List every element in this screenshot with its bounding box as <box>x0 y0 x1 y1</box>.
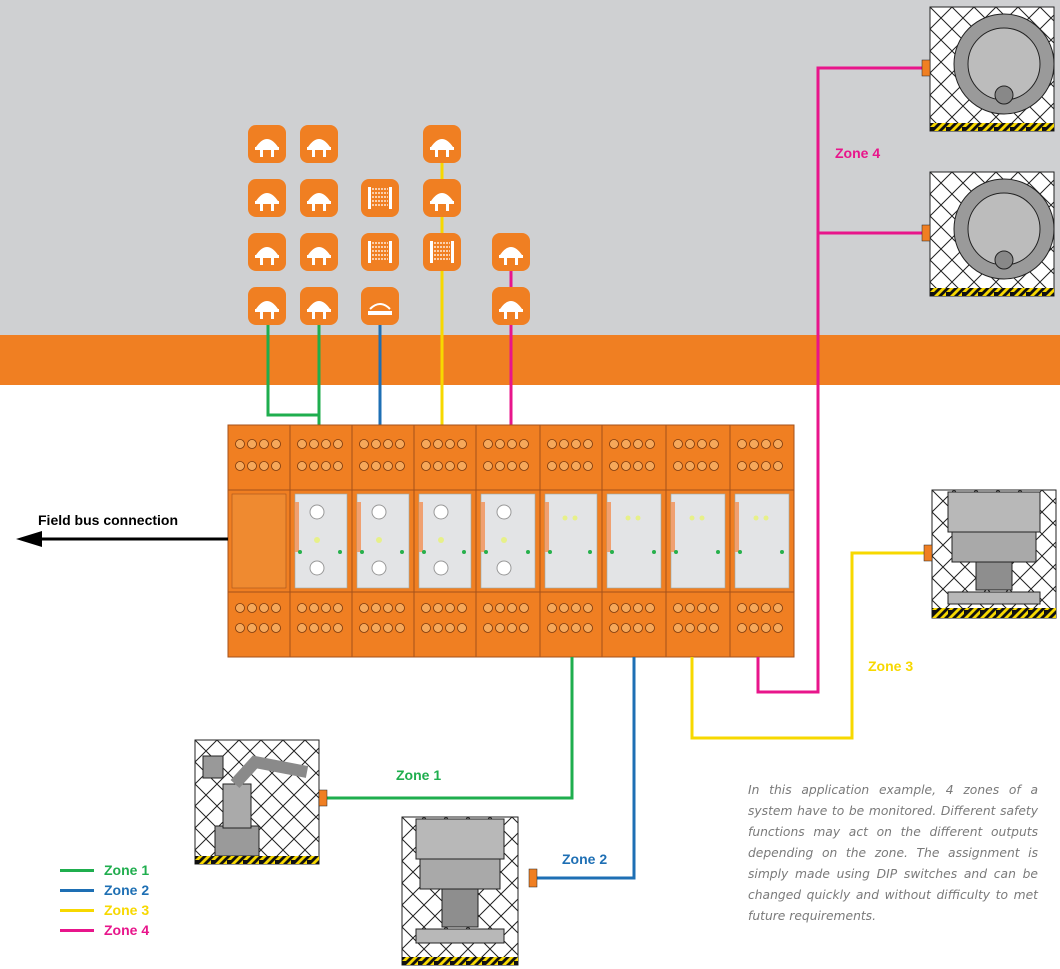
controller-module <box>289 425 348 657</box>
emergency-stop-icon <box>300 233 338 271</box>
emergency-stop-icon <box>248 125 286 163</box>
sensor-icons <box>248 125 530 325</box>
emergency-stop-icon <box>423 125 461 163</box>
light-curtain-icon <box>361 233 399 271</box>
legend-item: Zone 1 <box>60 860 149 880</box>
machine-saw-top <box>929 6 1055 132</box>
controller-module <box>729 425 790 657</box>
emergency-stop-icon <box>300 125 338 163</box>
legend-swatch <box>60 908 94 912</box>
light-curtain-icon <box>423 233 461 271</box>
zone4-label: Zone 4 <box>835 145 880 161</box>
zone2-label: Zone 2 <box>562 851 607 867</box>
safety-mat-icon <box>361 287 399 325</box>
safety-controller <box>227 424 795 658</box>
controller-module <box>475 425 536 657</box>
legend-label: Zone 3 <box>104 902 150 918</box>
controller-module <box>601 425 662 657</box>
controller-module <box>539 425 598 657</box>
emergency-stop-icon <box>248 179 286 217</box>
zone1-label: Zone 1 <box>396 767 441 783</box>
emergency-stop-icon <box>248 233 286 271</box>
legend-item: Zone 4 <box>60 920 149 940</box>
emergency-stop-icon <box>300 287 338 325</box>
controller-module <box>413 425 472 657</box>
zone3-label: Zone 3 <box>868 658 913 674</box>
legend-label: Zone 1 <box>104 862 150 878</box>
machine-saw-bottom <box>929 171 1055 297</box>
legend-label: Zone 2 <box>104 882 150 898</box>
upper-area-background <box>0 0 1060 335</box>
legend-item: Zone 3 <box>60 900 149 920</box>
zone-wiring <box>327 66 928 880</box>
emergency-stop-icon <box>300 179 338 217</box>
light-curtain-icon <box>361 179 399 217</box>
emergency-stop-icon <box>423 179 461 217</box>
emergency-stop-icon <box>492 233 530 271</box>
machine-press-right <box>931 489 1057 619</box>
legend-item: Zone 2 <box>60 880 149 900</box>
machine-press-bottom <box>401 816 519 966</box>
orange-divider-band <box>0 335 1060 385</box>
emergency-stop-icon <box>248 287 286 325</box>
description-text: In this application example, 4 zones of … <box>748 783 1038 923</box>
legend-swatch <box>60 888 94 892</box>
legend-swatch <box>60 868 94 872</box>
fieldbus-label: Field bus connection <box>38 512 178 528</box>
fieldbus-arrow <box>16 531 228 547</box>
controller-module <box>227 425 287 657</box>
machine-robot <box>194 739 320 865</box>
legend-label: Zone 4 <box>104 922 150 938</box>
legend-swatch <box>60 928 94 932</box>
emergency-stop-icon <box>492 287 530 325</box>
controller-module <box>665 425 726 657</box>
zone-legend: Zone 1 Zone 2 Zone 3 Zone 4 <box>60 860 149 940</box>
controller-module <box>351 425 410 657</box>
